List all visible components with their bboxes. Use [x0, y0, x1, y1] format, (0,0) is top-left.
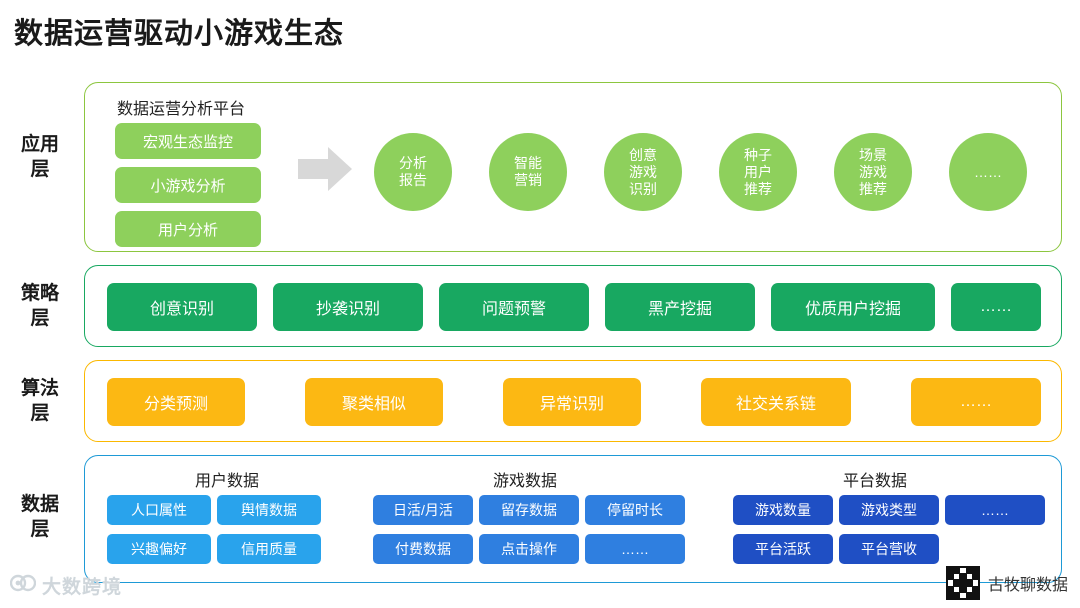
strategy-item-issue-alert[interactable]: 问题预警	[439, 283, 589, 331]
algorithm-item-social-relation-chain[interactable]: 社交关系链	[701, 378, 851, 426]
watermark-right: 古牧聊数据	[945, 566, 1068, 600]
circle-line: 场景	[859, 146, 887, 163]
data-item-platform-active[interactable]: 平台活跃	[733, 534, 833, 564]
layer-label-application: 应用层	[20, 134, 59, 180]
data-item-duration[interactable]: 停留时长	[585, 495, 685, 525]
app-button-user-analysis[interactable]: 用户分析	[115, 211, 261, 247]
data-item-retention[interactable]: 留存数据	[479, 495, 579, 525]
watermark-left-text: 大数跨境	[42, 577, 123, 598]
data-item-game-type[interactable]: 游戏类型	[839, 495, 939, 525]
strategy-item-quality-user-mining[interactable]: 优质用户挖掘	[771, 283, 935, 331]
data-group-title-game: 游戏数据	[492, 473, 557, 490]
app-circle-more[interactable]: ……	[949, 133, 1027, 211]
circle-line: 推荐	[744, 180, 772, 197]
app-circle-scene-game-recommend[interactable]: 场景游戏推荐	[834, 133, 912, 211]
circle-line: 智能	[514, 155, 542, 171]
watermark-right-text: 古牧聊数据	[987, 577, 1068, 594]
data-group-title-user: 用户数据	[194, 473, 259, 490]
strategy-item-blackmarket-mining[interactable]: 黑产挖掘	[605, 283, 755, 331]
algorithm-layer-container: 分类预测 聚类相似 异常识别 社交关系链 ……	[84, 360, 1062, 442]
strategy-item-creative-recognition[interactable]: 创意识别	[107, 283, 257, 331]
data-item-game-count[interactable]: 游戏数量	[733, 495, 833, 525]
app-circle-seed-user-recommend[interactable]: 种子用户推荐	[719, 133, 797, 211]
circle-line: 报告	[399, 172, 427, 188]
data-group-title-platform: 平台数据	[842, 473, 907, 490]
algorithm-item-classification-prediction[interactable]: 分类预测	[107, 378, 245, 426]
app-circle-creative-game-recognition[interactable]: 创意游戏识别	[604, 133, 682, 211]
data-item-sentiment[interactable]: 舆情数据	[217, 495, 321, 525]
data-item-dau-mau[interactable]: 日活/月活	[373, 495, 473, 525]
strategy-item-more[interactable]: ……	[951, 283, 1041, 331]
app-circle-smart-marketing[interactable]: 智能营销	[489, 133, 567, 211]
circle-line: ……	[974, 163, 1002, 180]
application-platform-caption: 数据运营分析平台	[117, 101, 246, 118]
data-item-game-more[interactable]: ……	[585, 534, 685, 564]
data-item-payment[interactable]: 付费数据	[373, 534, 473, 564]
app-button-minigame-analysis[interactable]: 小游戏分析	[115, 167, 261, 203]
app-button-macro-monitor[interactable]: 宏观生态监控	[115, 123, 261, 159]
circle-line: 游戏	[859, 163, 887, 180]
algorithm-item-more[interactable]: ……	[911, 378, 1041, 426]
strategy-layer-container: 创意识别 抄袭识别 问题预警 黑产挖掘 优质用户挖掘 ……	[84, 265, 1062, 347]
circle-line: 用户	[744, 163, 772, 180]
application-layer-container: 数据运营分析平台 宏观生态监控 小游戏分析 用户分析 分析报告 智能营销 创意游…	[84, 82, 1062, 252]
data-layer-container: 用户数据 游戏数据 平台数据 人口属性 舆情数据 兴趣偏好 信用质量 日活/月活…	[84, 455, 1062, 583]
circle-line: 种子	[744, 146, 772, 163]
layer-label-data: 数据层	[20, 494, 59, 540]
right-arrow-icon	[298, 147, 352, 191]
data-item-platform-more[interactable]: ……	[945, 495, 1045, 525]
logo-icon	[9, 571, 37, 600]
data-item-click-action[interactable]: 点击操作	[479, 534, 579, 564]
circle-line: 分析	[399, 155, 427, 171]
data-item-credit[interactable]: 信用质量	[217, 534, 321, 564]
watermark-left: 大数跨境	[9, 571, 123, 600]
layer-label-strategy: 策略层	[20, 283, 59, 329]
page-title: 数据运营驱动小游戏生态	[14, 18, 345, 50]
algorithm-item-anomaly-recognition[interactable]: 异常识别	[503, 378, 641, 426]
data-item-platform-revenue[interactable]: 平台营收	[839, 534, 939, 564]
circle-line: 识别	[629, 180, 657, 197]
circle-line: 游戏	[629, 163, 657, 180]
layer-label-algorithm: 算法层	[20, 378, 59, 424]
circle-line: 创意	[629, 146, 657, 163]
qr-code-icon	[945, 566, 980, 600]
algorithm-item-cluster-similarity[interactable]: 聚类相似	[305, 378, 443, 426]
circle-line: 推荐	[859, 180, 887, 197]
data-item-demographics[interactable]: 人口属性	[107, 495, 211, 525]
app-circle-analysis-report[interactable]: 分析报告	[374, 133, 452, 211]
circle-line: 营销	[514, 172, 542, 188]
strategy-item-plagiarism-recognition[interactable]: 抄袭识别	[273, 283, 423, 331]
data-item-interest[interactable]: 兴趣偏好	[107, 534, 211, 564]
